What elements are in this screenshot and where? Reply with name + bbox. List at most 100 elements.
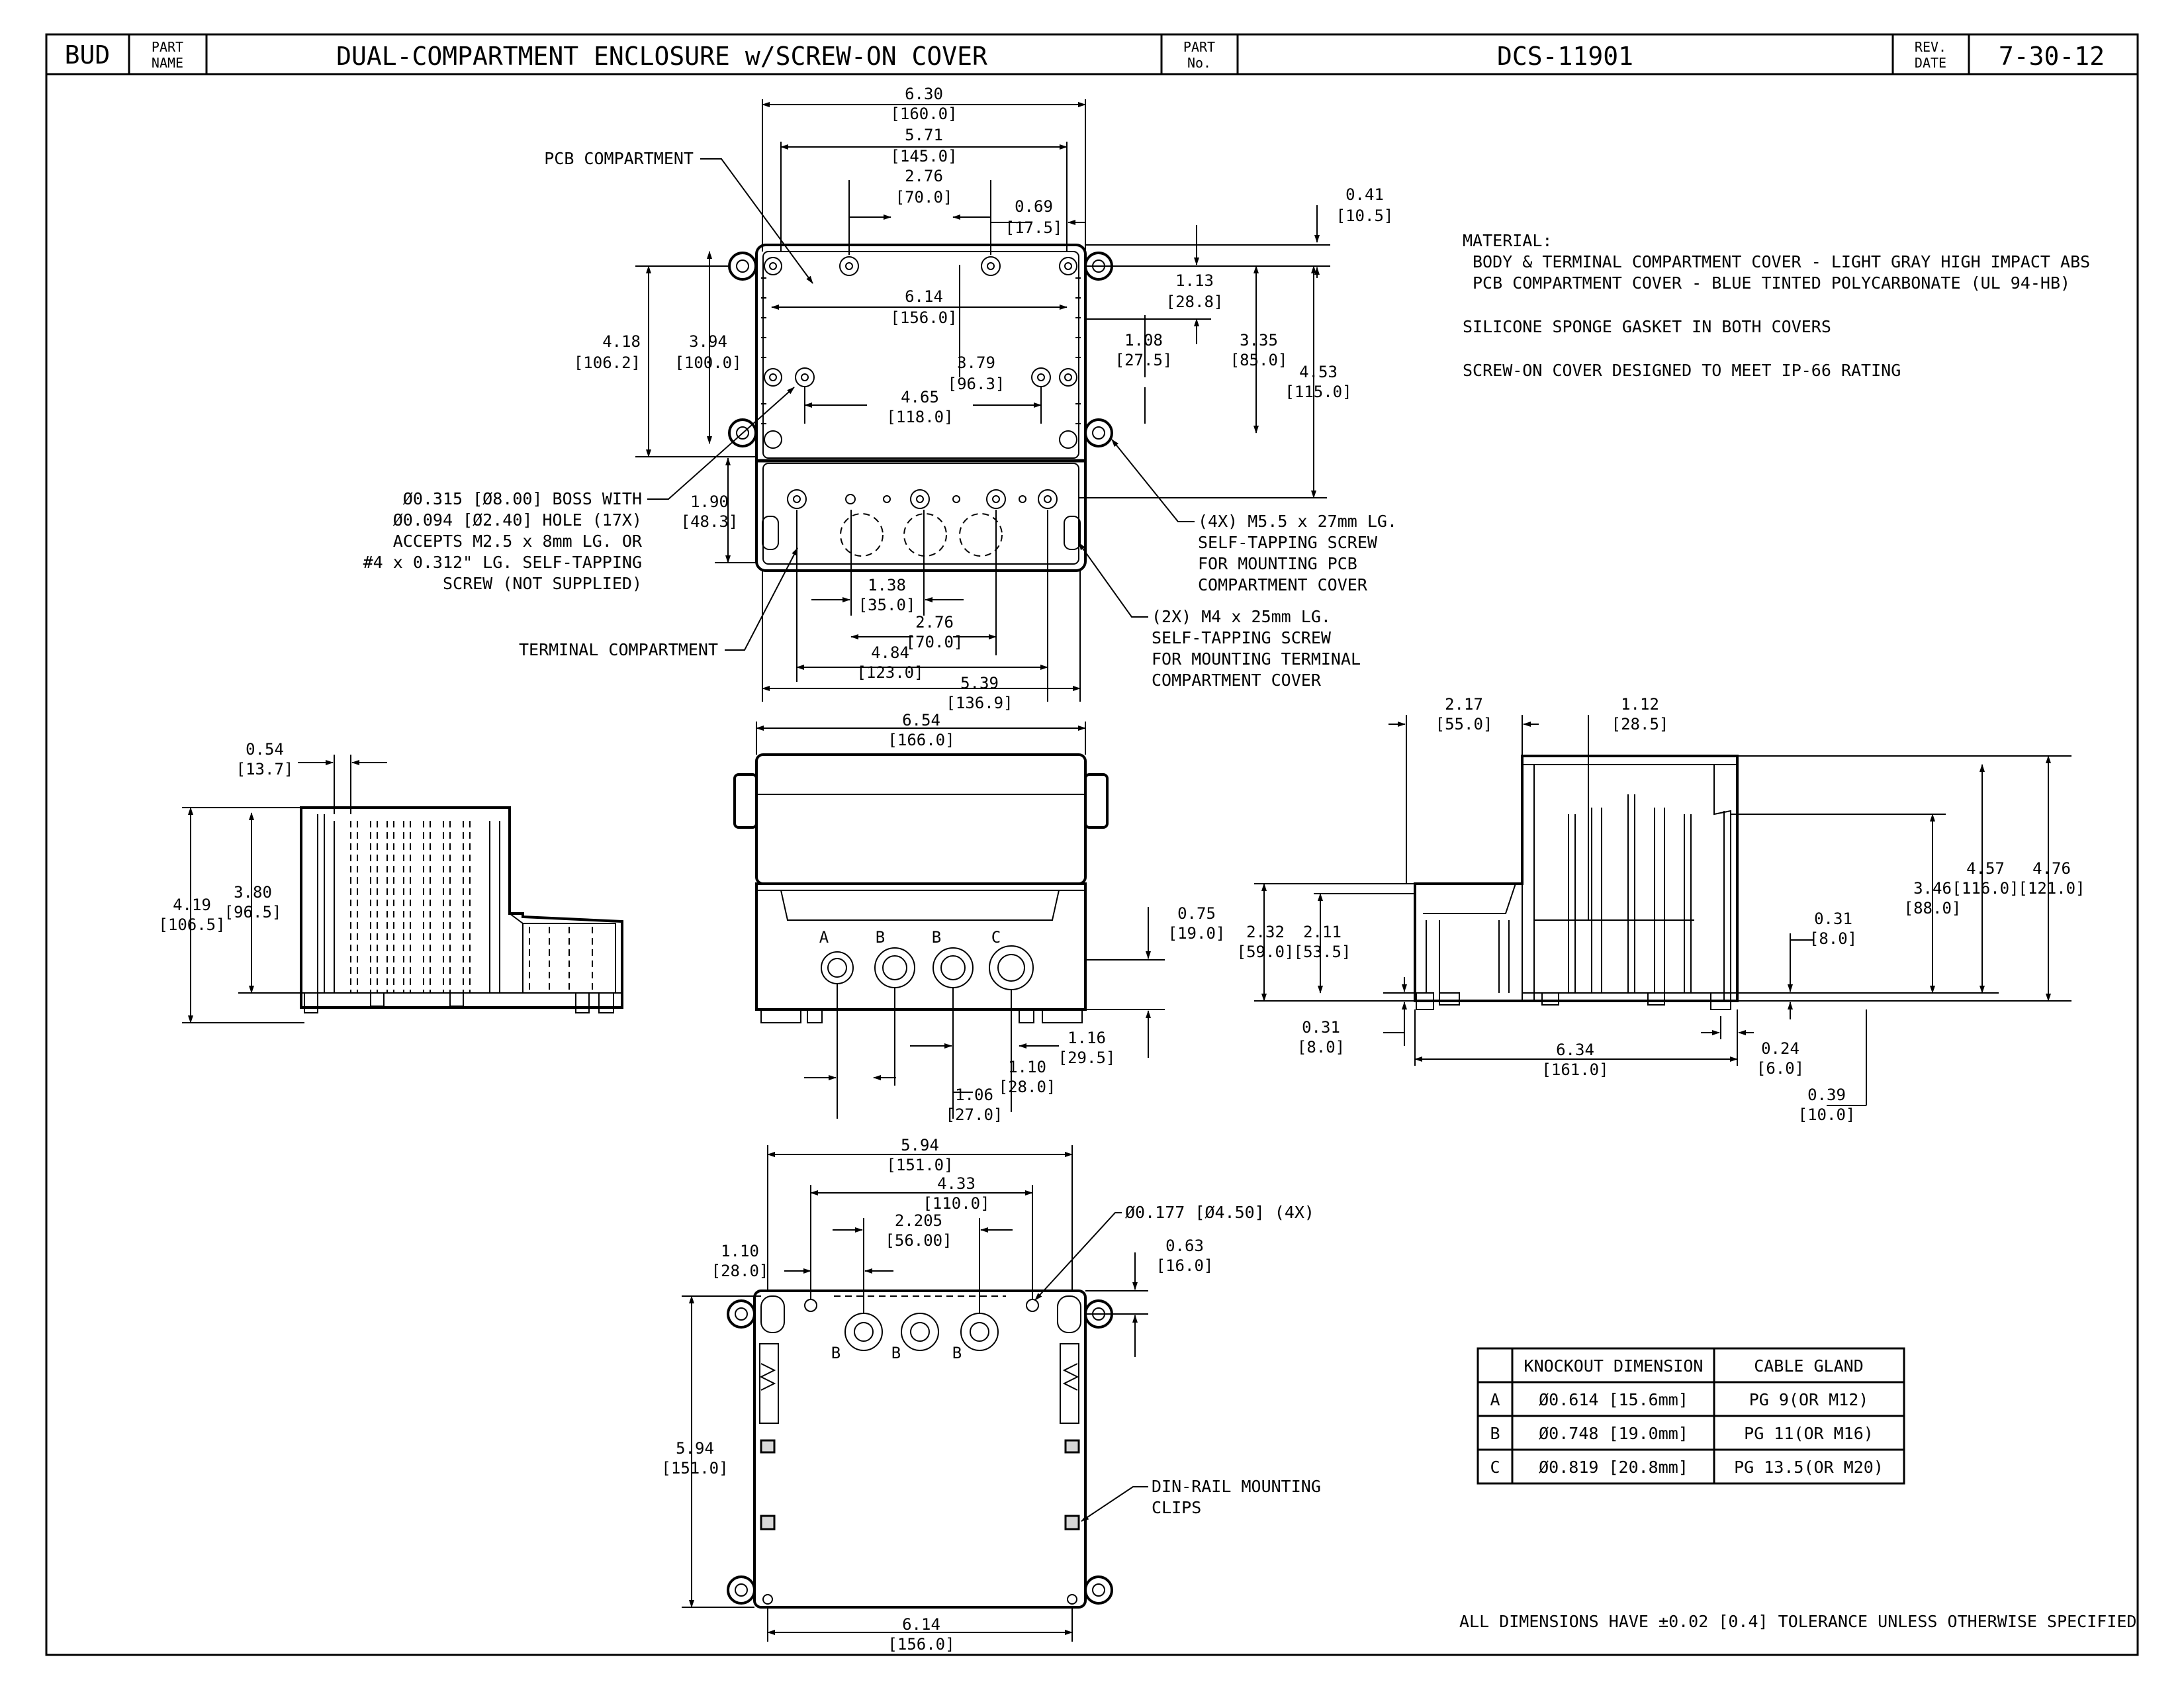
gasket-note: SILICONE SPONGE GASKET IN BOTH COVERS — [1463, 317, 1831, 336]
dim-side-054: 0.54 — [246, 740, 284, 759]
part-name: DUAL-COMPARTMENT ENCLOSURE w/SCREW-ON CO… — [336, 42, 987, 71]
dim-front-654: 6.54 — [902, 711, 940, 729]
dim-rside-217: 2.17 — [1445, 695, 1483, 714]
din-rail-clips — [759, 1343, 1080, 1530]
table-cell: Ø0.614 [15.6mm] — [1539, 1390, 1688, 1409]
dim-side-380-mm: [96.5] — [224, 903, 282, 921]
dim-571-mm: [145.0] — [890, 147, 957, 165]
dim-side-419: 4.19 — [173, 896, 211, 914]
dim-069-mm: [17.5] — [1005, 218, 1063, 237]
dim-rside-211-mm: [53.5] — [1294, 943, 1351, 961]
pcb-compartment-area — [762, 251, 1079, 459]
dim-379-mm: [96.3] — [948, 375, 1005, 393]
knockout-b1-label: B — [876, 928, 885, 947]
dim-539-mm: [136.9] — [946, 694, 1013, 712]
dim-rside-346: 3.46 — [1913, 879, 1952, 898]
dim-front-654-mm: [166.0] — [887, 731, 954, 749]
dim-bottom-614-mm: [156.0] — [887, 1635, 954, 1654]
dim-335: 3.35 — [1240, 331, 1278, 350]
dim-rside-031b-mm: [8.0] — [1809, 929, 1857, 948]
dim-rside-457: 4.57 — [1966, 859, 2005, 878]
boss-note-5: SCREW (NOT SUPPLIED) — [443, 574, 642, 593]
table-cell: C — [1490, 1458, 1500, 1477]
screw4x-note-3: FOR MOUNTING PCB — [1198, 554, 1357, 573]
front-view: A B B C 6.54 [166.0] 0.75 [19.0] 1.16 [2… — [733, 711, 1225, 1124]
screw4x-note-2: SELF-TAPPING SCREW — [1198, 533, 1378, 552]
dim-rside-031a: 0.31 — [1302, 1018, 1340, 1037]
dim-bottom-594-mm: [151.0] — [886, 1156, 953, 1174]
part-number: DCS-11901 — [1497, 42, 1633, 71]
dim-bottom-110: 1.10 — [721, 1242, 759, 1260]
boss-note-3: ACCEPTS M2.5 x 8mm LG. OR — [393, 532, 643, 551]
dim-276b-mm: [70.0] — [906, 633, 964, 651]
dim-484-mm: [123.0] — [856, 663, 923, 682]
dim-bottom-433-mm: [110.0] — [923, 1194, 989, 1213]
table-cell: Ø0.819 [20.8mm] — [1539, 1458, 1688, 1477]
dim-rside-634-mm: [161.0] — [1541, 1060, 1608, 1079]
boss-note-2: Ø0.094 [Ø2.40] HOLE (17X) — [393, 510, 642, 530]
table-cell: B — [1490, 1424, 1500, 1443]
pcb-bosses — [764, 256, 1077, 509]
dim-rside-039: 0.39 — [1807, 1086, 1846, 1104]
dim-side-419-mm: [106.5] — [158, 915, 225, 934]
dim-front-110: 1.10 — [1008, 1058, 1046, 1076]
dim-113: 1.13 — [1175, 271, 1214, 290]
dim-bottom-594v: 5.94 — [676, 1439, 714, 1458]
dim-front-106-mm: [27.0] — [946, 1105, 1003, 1124]
right-side-view: 2.17 [55.0] 1.12 [28.5] 2.32 [59.0] 2.11… — [1237, 695, 2085, 1124]
terminal-compartment-area — [762, 463, 1079, 565]
rev-date-label: REV. — [1915, 39, 1946, 55]
dim-394: 3.94 — [689, 332, 727, 351]
mount-hole-note: Ø0.177 [Ø4.50] (4X) — [1125, 1203, 1314, 1222]
dim-rside-024-mm: [6.0] — [1756, 1059, 1804, 1078]
boss-note-1: Ø0.315 [Ø8.00] BOSS WITH — [403, 489, 642, 508]
sheet-border — [45, 33, 2139, 1656]
material-line-2: PCB COMPARTMENT COVER - BLUE TINTED POLY… — [1473, 273, 2070, 293]
table-header-knockout: KNOCKOUT DIMENSION — [1524, 1356, 1704, 1376]
bottom-body-outline — [753, 1289, 1087, 1609]
material-header: MATERIAL: — [1463, 231, 1552, 250]
dim-484: 4.84 — [871, 643, 909, 662]
dim-rside-232-mm: [59.0] — [1237, 943, 1295, 961]
dim-630-mm: [160.0] — [890, 105, 957, 123]
dim-bottom-433: 4.33 — [937, 1174, 976, 1193]
knockout-c-label: C — [991, 928, 1001, 947]
dim-041-mm: [10.5] — [1336, 207, 1394, 225]
din-rail-note-1: DIN-RAIL MOUNTING — [1152, 1477, 1321, 1496]
rating-note: SCREW-ON COVER DESIGNED TO MEET IP-66 RA… — [1463, 361, 1901, 380]
dim-138-mm: [35.0] — [858, 596, 916, 614]
dim-rside-024: 0.24 — [1761, 1039, 1799, 1058]
screw2x-note-1: (2X) M4 x 25mm LG. — [1152, 607, 1331, 626]
table-header-gland: CABLE GLAND — [1754, 1356, 1864, 1376]
dim-rside-211: 2.11 — [1303, 923, 1342, 941]
dim-bottom-2205: 2.205 — [895, 1211, 942, 1230]
dim-bottom-063: 0.63 — [1165, 1237, 1204, 1255]
dim-190: 1.90 — [690, 492, 729, 511]
dim-335-mm: [85.0] — [1230, 351, 1288, 369]
screw2x-note-2: SELF-TAPPING SCREW — [1152, 628, 1332, 647]
title-block: BUD PART NAME DUAL-COMPARTMENT ENCLOSURE… — [45, 33, 2139, 1656]
screw2x-note-4: COMPARTMENT COVER — [1152, 671, 1322, 690]
knockout-table: KNOCKOUT DIMENSION CABLE GLAND A Ø0.614 … — [1477, 1347, 1905, 1485]
top-dimensions: 6.30 [160.0] 5.71 [145.0] 2.76 [70.0] 0.… — [574, 85, 1394, 712]
dim-276b: 2.76 — [915, 613, 954, 632]
dim-rside-232: 2.32 — [1246, 923, 1285, 941]
dim-bottom-2205-mm: [56.00] — [885, 1231, 952, 1250]
table-cell: PG 9(OR M12) — [1749, 1390, 1869, 1409]
boss-note-4: #4 x 0.312" LG. SELF-TAPPING — [363, 553, 642, 572]
bottom-b2-label: B — [891, 1344, 901, 1362]
dim-rside-476: 4.76 — [2032, 859, 2071, 878]
bottom-view: B B B 5.94 [151.0] 4.33 [110.0] 2.205 [5… — [661, 1136, 1320, 1654]
dim-rside-031a-mm: [8.0] — [1297, 1038, 1345, 1056]
dim-465: 4.65 — [901, 388, 939, 406]
dim-rside-112-mm: [28.5] — [1612, 715, 1669, 733]
table-cell: PG 13.5(OR M20) — [1734, 1458, 1884, 1477]
screw4x-note-1: (4X) M5.5 x 27mm LG. — [1198, 512, 1397, 531]
dim-rside-476-mm: [121.0] — [2018, 879, 2085, 898]
dim-bottom-110-mm: [28.0] — [711, 1262, 769, 1280]
screw2x-note-3: FOR MOUNTING TERMINAL — [1152, 649, 1361, 669]
dim-113-mm: [28.8] — [1166, 293, 1224, 311]
dim-side-380: 3.80 — [234, 883, 272, 902]
dim-614: 6.14 — [905, 287, 943, 306]
